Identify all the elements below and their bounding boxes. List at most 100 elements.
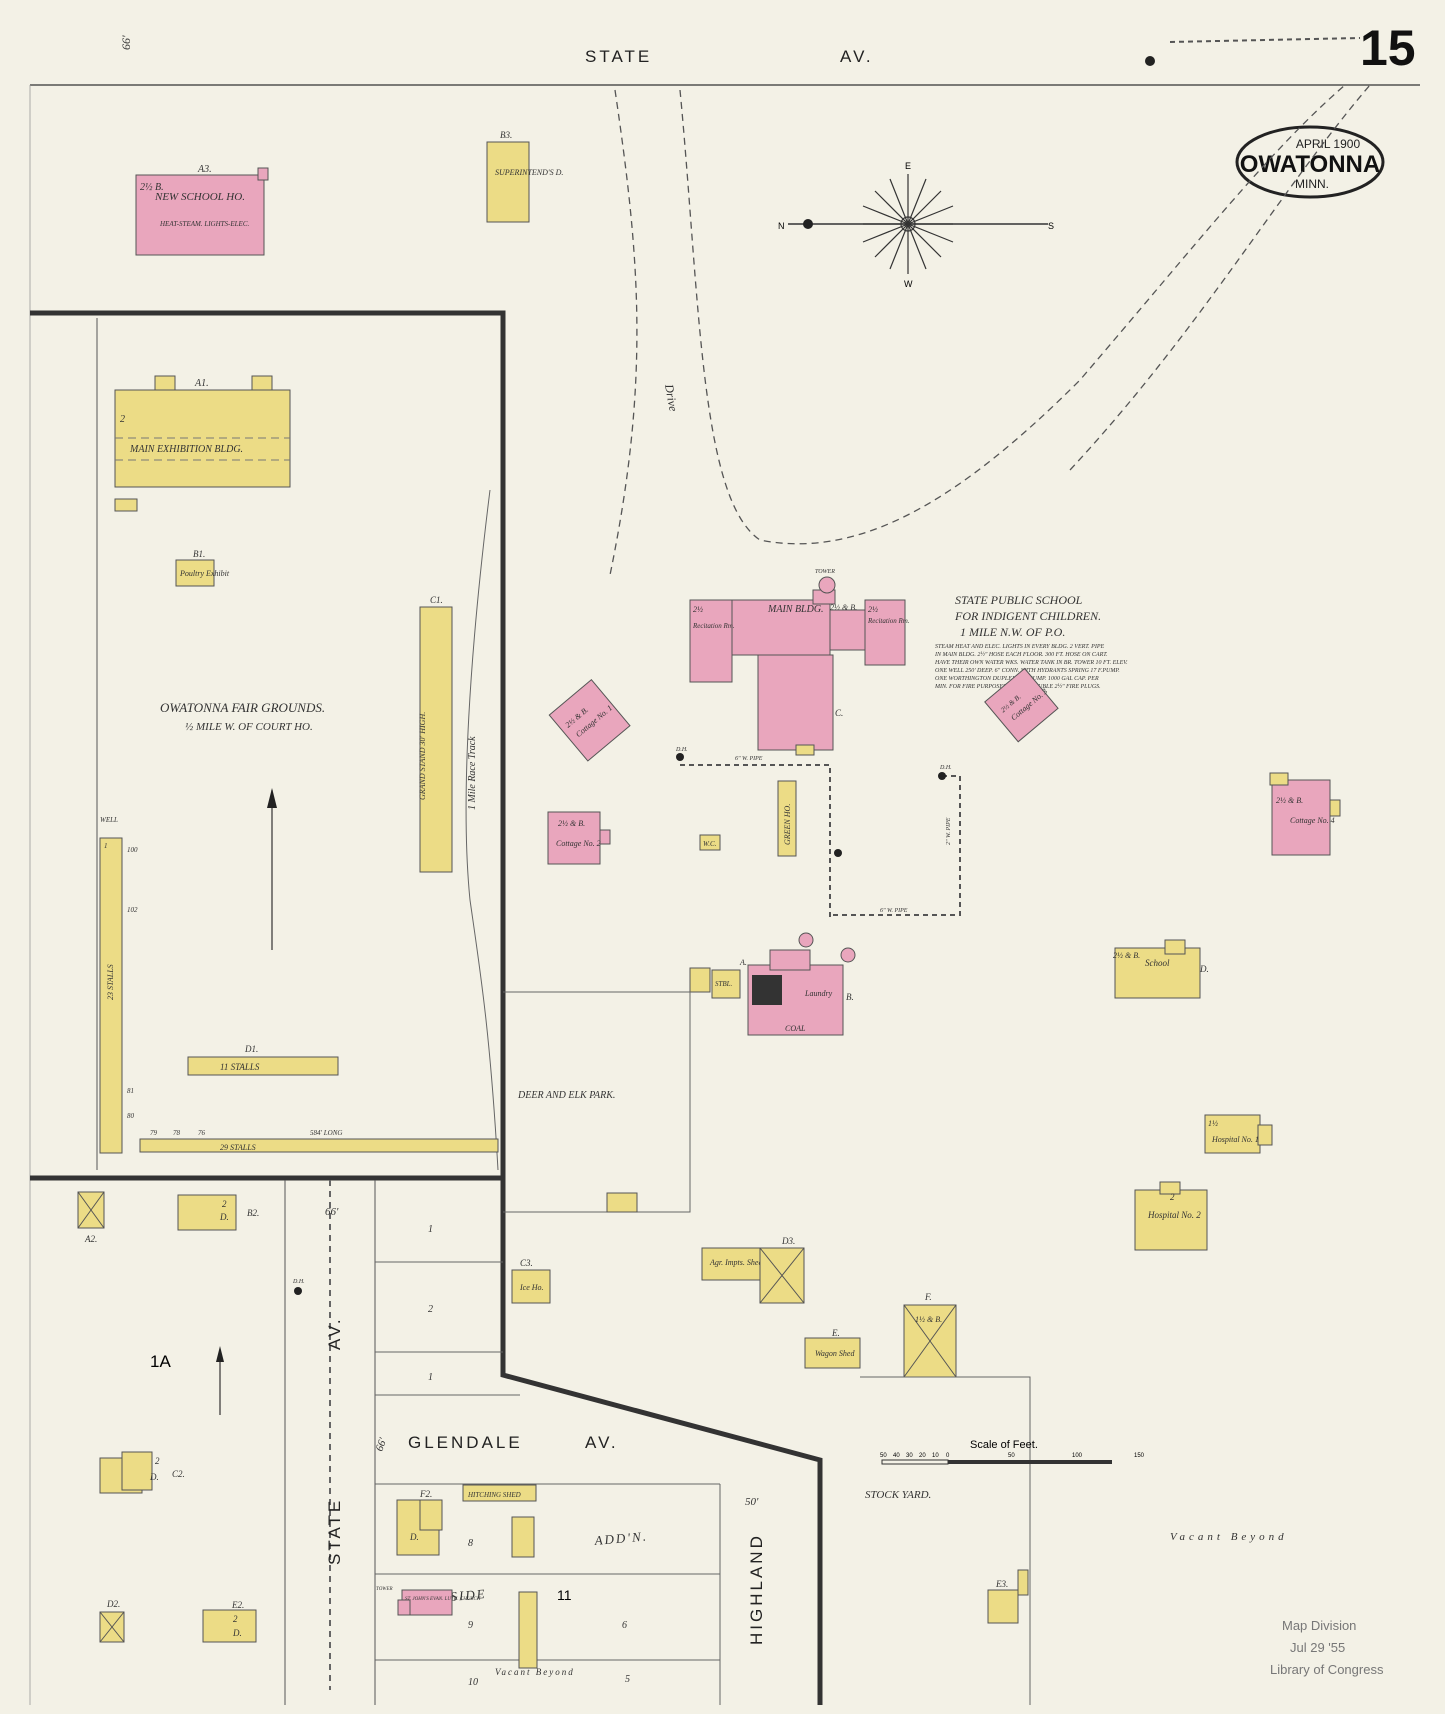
lot-number: 2 <box>428 1304 433 1315</box>
building-cottage-1: 2½ & B. Cottage No. 1 <box>548 678 631 762</box>
building-label: SUPERINTEND'S D. <box>495 168 563 177</box>
building-label: 23 STALLS <box>106 964 115 1000</box>
compass-rose: N S E W <box>778 161 1054 289</box>
building-green-ho: GREEN HO. <box>777 780 797 857</box>
building-label: ST. JOHN'S EVAN. LUTH. CHURCH <box>405 1597 481 1602</box>
stamp-line: Jul 29 '55 <box>1290 1640 1345 1655</box>
building-wagon-shed: E. Wagon Shed <box>804 1328 861 1369</box>
lot-number: 8 <box>468 1538 473 1549</box>
hydrant-dot <box>834 849 842 857</box>
fairgrounds-boundary <box>30 310 506 1181</box>
building-stories: 2½ B. <box>140 182 164 193</box>
street-state-av-side: STATE <box>325 1498 344 1565</box>
stamp-line: Map Division <box>1282 1618 1356 1633</box>
compass-north: N <box>778 221 785 231</box>
width-label: 66' <box>374 1436 390 1453</box>
building-d2: D2. <box>99 1599 125 1643</box>
stall-number: 1 <box>104 842 108 850</box>
building-code: B2. <box>247 1208 259 1218</box>
scale-tick: 10 <box>932 1453 939 1459</box>
scale-tick: 20 <box>919 1453 926 1459</box>
recitation-right-label: Recitation Rm. <box>867 617 910 625</box>
stock-yard-outline <box>860 1376 1031 1705</box>
width-label: 66' <box>119 35 133 50</box>
cartouche-date: APRIL 1900 <box>1296 137 1361 151</box>
coal-label: COAL <box>785 1024 806 1033</box>
building-11-stalls: D1. 11 STALLS <box>187 1044 339 1076</box>
building-f2: F2. D. <box>396 1489 443 1556</box>
building-code: B3. <box>500 130 512 140</box>
building-laundry: Laundry COAL B. <box>747 932 856 1036</box>
building-main-bldg: TOWER MAIN BLDG. 2½ & B. C. Recitation R… <box>689 569 910 756</box>
recitation-left-stories: 2½ <box>693 605 703 614</box>
addition-label: ADD'N. <box>593 1528 649 1548</box>
stamp-line: Library of Congress <box>1270 1662 1384 1677</box>
building-code: D. <box>1199 964 1209 974</box>
park-boundary-line <box>500 1178 823 1705</box>
building-code: F2. <box>419 1489 432 1499</box>
lot-number: 10 <box>468 1677 478 1688</box>
dh-label: D.H. <box>939 765 952 771</box>
building-agr-impts: Agr. Impts. Shed <box>701 1247 763 1281</box>
building-stable: A. STBL. <box>689 958 747 999</box>
block-number: 11 <box>557 1587 572 1603</box>
building-code: E2. <box>231 1600 244 1610</box>
building-label: GREEN HO. <box>783 804 792 845</box>
building-wc: W.C. <box>699 834 721 851</box>
width-label: 66' <box>325 1206 339 1218</box>
sheet-number: 15 <box>1360 20 1416 76</box>
fairgrounds-label: OWATONNA FAIR GROUNDS. <box>160 700 325 715</box>
water-pipe-top <box>1169 37 1361 43</box>
race-track-label: 1 Mile Race Track <box>467 736 478 810</box>
building-poultry: B1. Poultry Exhibit <box>175 549 230 587</box>
school-note: HAVE THEIR OWN WATER WKS. WATER TANK IN … <box>934 660 1128 666</box>
drive-path-east <box>679 84 1346 545</box>
building-label: HITCHING SHED <box>467 1491 521 1499</box>
building-new-school: A3. 2½ B. NEW SCHOOL HO. HEAT-STEAM. LIG… <box>135 164 269 256</box>
drive-path-west <box>609 89 638 576</box>
building-label: Cottage No. 4 <box>1290 816 1335 825</box>
building-code: B. <box>846 992 854 1002</box>
street-glendale-suffix: AV. <box>585 1433 619 1452</box>
lot-number: 9 <box>468 1620 473 1631</box>
building-label: W.C. <box>703 840 717 848</box>
arrow-head <box>216 1346 224 1362</box>
stall-number: 81 <box>127 1087 134 1095</box>
building-code: E. <box>831 1328 840 1338</box>
vacant-beyond-label: Vacant Beyond <box>1170 1531 1288 1543</box>
building-stories: 2 <box>155 1456 160 1466</box>
water-pipe-6in <box>680 764 831 918</box>
building-stories: 2 <box>1170 1192 1175 1202</box>
hydrant-dot <box>938 772 946 780</box>
tower-label: TOWER <box>376 1587 393 1592</box>
building-label: Ice Ho. <box>519 1283 544 1292</box>
pipe-label: 2" W. PIPE <box>946 817 952 845</box>
hydrant-dot <box>294 1287 302 1295</box>
building-label: Hospital No. 1 <box>1211 1135 1259 1144</box>
building-stories: 2 <box>222 1199 227 1209</box>
vacant-beyond-label: Vacant Beyond <box>495 1667 575 1677</box>
building-length: 584' LONG <box>310 1129 342 1137</box>
scale-tick: 100 <box>1072 1453 1083 1459</box>
school-title-line-3: 1 MILE N.W. OF P.O. <box>960 625 1065 639</box>
tower-label: TOWER <box>815 569 835 575</box>
building-label: 1½ & B. <box>915 1315 942 1324</box>
building-main-exhibition: A1. 2 MAIN EXHIBITION BLDG. <box>114 375 291 488</box>
building-church: ST. JOHN'S EVAN. LUTH. CHURCH TOWER <box>376 1587 481 1616</box>
lot-number: 5 <box>625 1674 630 1685</box>
building-stories: 2 <box>120 414 125 425</box>
building-stories: 2 <box>233 1614 238 1624</box>
scale-tick: 50 <box>1008 1453 1015 1459</box>
building-code: D3. <box>781 1236 795 1246</box>
building-label: Wagon Shed <box>815 1349 855 1358</box>
building-label: MAIN BLDG. <box>767 604 824 615</box>
scale-title: Scale of Feet. <box>970 1439 1038 1451</box>
building-label: MAIN EXHIBITION BLDG. <box>129 444 243 455</box>
street-state-av-side-suffix: AV. <box>325 1316 344 1350</box>
stall-number: 76 <box>198 1129 206 1137</box>
building-use: D. <box>149 1472 159 1482</box>
recitation-right-stories: 2½ <box>868 605 878 614</box>
building-note: HEAT-STEAM. LIGHTS-ELEC. <box>159 220 250 228</box>
building-stories: 1½ <box>1208 1119 1218 1128</box>
school-note: IN MAIN BLDG. 2½" HOSE EACH FLOOR. 300 F… <box>934 651 1108 658</box>
